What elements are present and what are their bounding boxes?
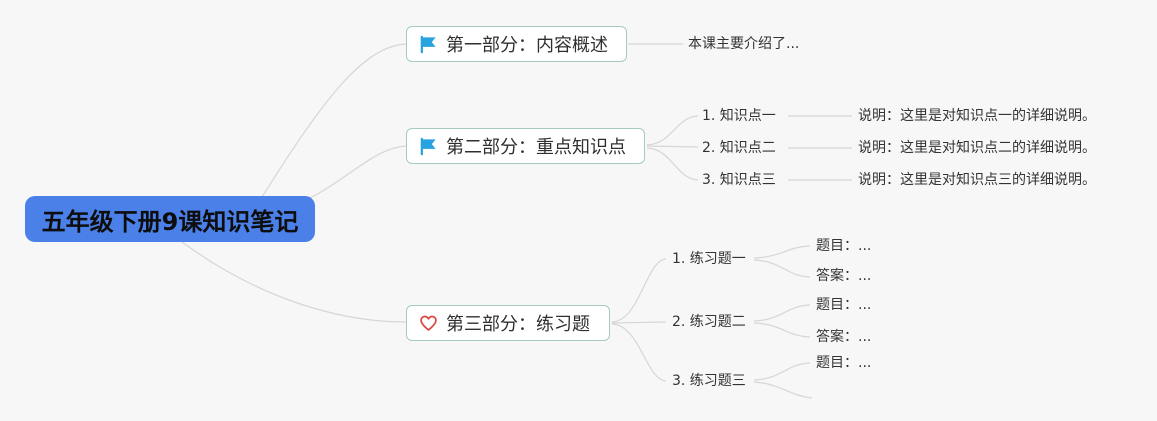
- link-part3-e1: [611, 258, 667, 323]
- knowledge-item-1[interactable]: 1. 知识点一: [702, 108, 776, 124]
- link-part3-e3: [611, 323, 667, 382]
- link-root-part1: [261, 43, 407, 198]
- branch-part2-node[interactable]: 第二部分：重点知识点: [406, 128, 645, 164]
- knowledge-detail-1[interactable]: 说明：这里是对知识点一的详细说明。: [858, 108, 1096, 124]
- knowledge-item-2[interactable]: 2. 知识点二: [702, 140, 776, 156]
- knowledge-item-3[interactable]: 3. 知识点三: [702, 172, 776, 188]
- note-overview[interactable]: 本课主要介绍了...: [688, 36, 800, 52]
- exercise-2-answer[interactable]: 答案：...: [816, 329, 872, 345]
- link-e2-q: [753, 304, 811, 322]
- link-part2-k3: [646, 147, 699, 181]
- exercise-1-question[interactable]: 题目：...: [816, 238, 872, 254]
- flag-icon: [419, 35, 438, 54]
- link-e1-q: [753, 245, 811, 259]
- exercise-1-answer[interactable]: 答案：...: [816, 268, 872, 284]
- branch-part3-node[interactable]: 第三部分：练习题: [406, 305, 610, 341]
- branch-part1-label: 第一部分：内容概述: [446, 35, 608, 56]
- branch-part2-label: 第二部分：重点知识点: [446, 137, 626, 158]
- root-node[interactable]: 五年级下册9课知识笔记: [25, 196, 315, 242]
- flag-icon: [419, 137, 438, 156]
- link-e3-clipped: [753, 381, 813, 399]
- branch-part1-node[interactable]: 第一部分：内容概述: [406, 26, 627, 62]
- link-e3-q: [753, 362, 811, 381]
- link-root-part3: [181, 241, 407, 323]
- link-root-part2: [307, 145, 407, 200]
- exercise-item-3[interactable]: 3. 练习题三: [672, 373, 746, 389]
- heart-icon: [419, 314, 438, 333]
- branch-part3-label: 第三部分：练习题: [446, 314, 590, 335]
- link-part2-k2: [646, 145, 699, 148]
- link-part3-e2: [611, 321, 667, 324]
- exercise-item-2[interactable]: 2. 练习题二: [672, 314, 746, 330]
- exercise-item-1[interactable]: 1. 练习题一: [672, 251, 746, 267]
- knowledge-detail-3[interactable]: 说明：这里是对知识点三的详细说明。: [858, 172, 1096, 188]
- knowledge-detail-2[interactable]: 说明：这里是对知识点二的详细说明。: [858, 140, 1096, 156]
- link-part2-k1: [646, 115, 699, 146]
- exercise-3-question[interactable]: 题目：...: [816, 355, 872, 371]
- link-e1-a: [753, 259, 811, 278]
- link-e2-a: [753, 322, 811, 338]
- exercise-2-question[interactable]: 题目：...: [816, 297, 872, 313]
